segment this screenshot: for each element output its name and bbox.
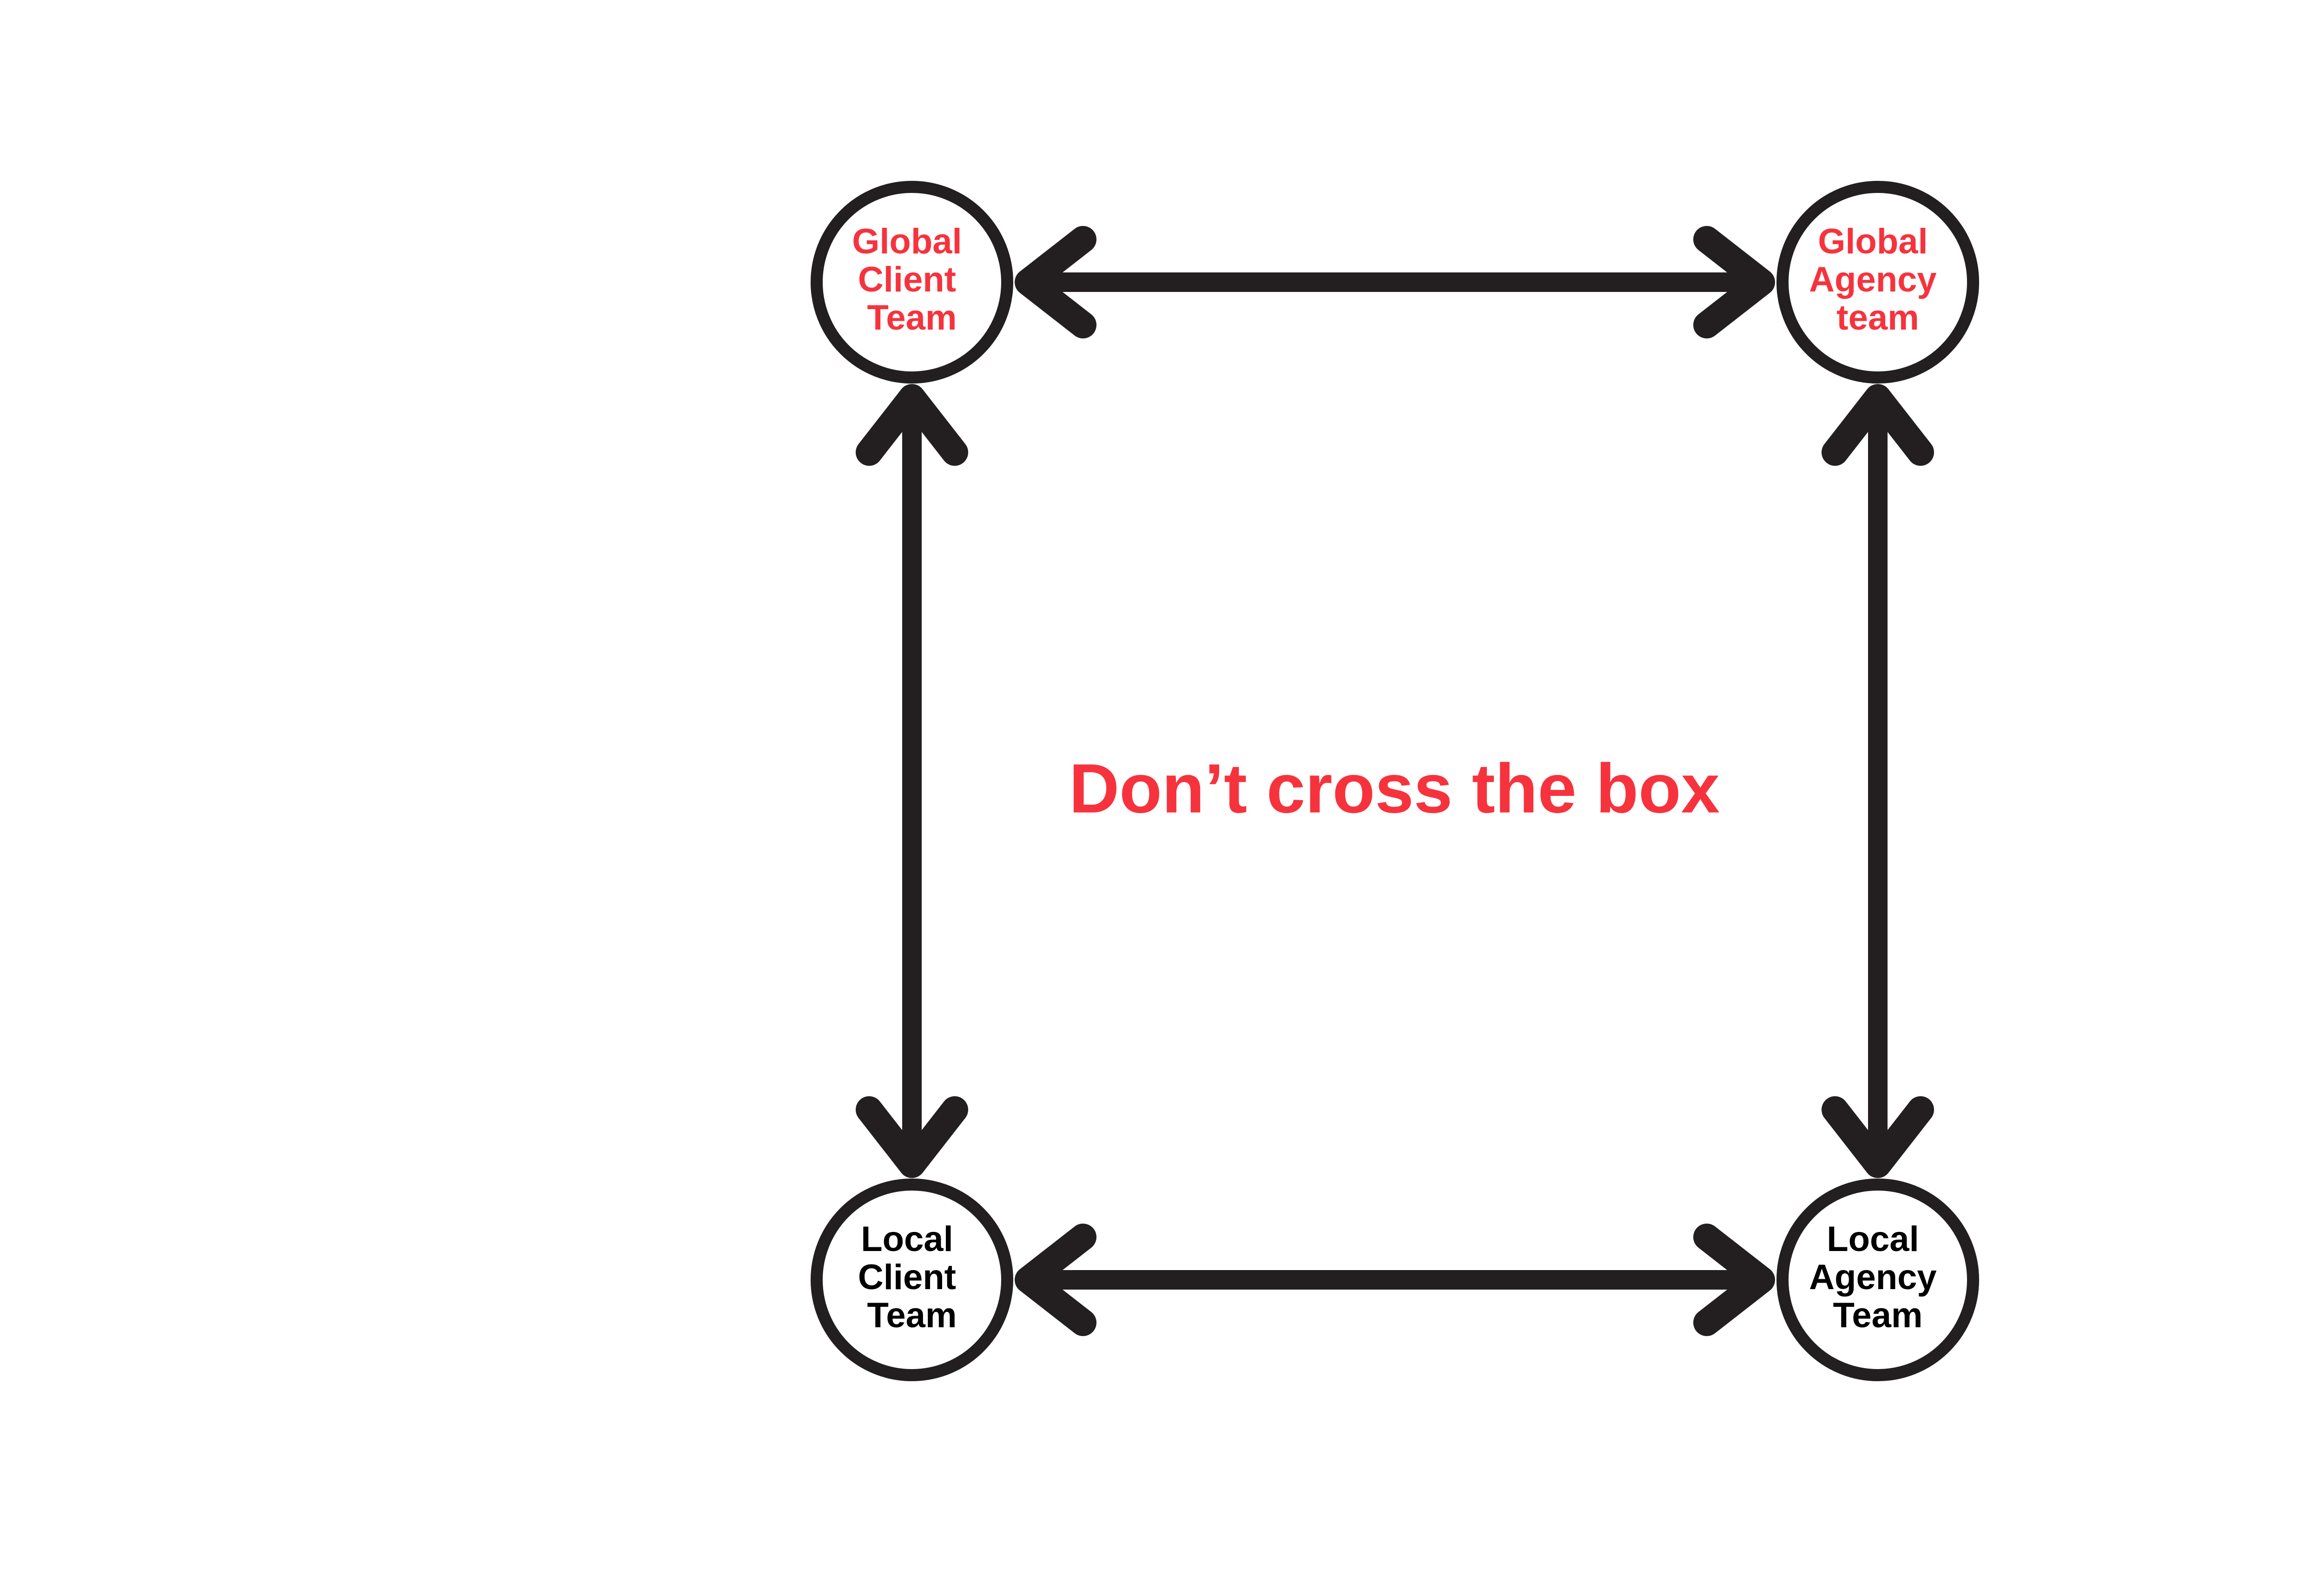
node-label-line: Agency bbox=[1809, 260, 1937, 299]
node-label-line: Client bbox=[858, 260, 956, 299]
center-caption: Don’t cross the box bbox=[1069, 749, 1720, 828]
node-label-line: team bbox=[1836, 298, 1919, 338]
node-label-line: Agency bbox=[1809, 1258, 1937, 1297]
node-label-line: Global bbox=[1818, 222, 1928, 261]
arrow-head-right-bottom bbox=[1693, 1224, 1775, 1336]
node-label-line: Team bbox=[867, 298, 957, 338]
arrow-head-up-right bbox=[1822, 384, 1934, 466]
connector-bottom-horizontal bbox=[1015, 1224, 1775, 1336]
arrow-head-right-top bbox=[1693, 226, 1775, 338]
node-label-line: Team bbox=[1833, 1296, 1923, 1335]
node-global-agency-team[interactable]: Global Agency team bbox=[1776, 181, 1979, 384]
node-label-line: Team bbox=[867, 1296, 957, 1335]
node-local-client-team-circle[interactable] bbox=[811, 1178, 1013, 1381]
node-global-client-team-label: Global Client Team bbox=[852, 222, 972, 338]
node-local-client-team-label: Local Client Team bbox=[858, 1219, 966, 1335]
node-layer: Global Client Team Global Agency team Lo… bbox=[811, 181, 1979, 1381]
arrow-head-left-bottom bbox=[1015, 1224, 1096, 1336]
node-global-client-team[interactable]: Global Client Team bbox=[811, 181, 1013, 384]
node-local-agency-team-label: Local Agency Team bbox=[1809, 1219, 1947, 1335]
node-label-line: Client bbox=[858, 1258, 956, 1297]
connector-layer bbox=[856, 226, 1934, 1336]
node-global-agency-team-circle[interactable] bbox=[1776, 181, 1979, 384]
node-global-agency-team-label: Global Agency team bbox=[1809, 222, 1947, 338]
arrow-head-left-top bbox=[1015, 226, 1096, 338]
arrow-head-down-right bbox=[1822, 1096, 1934, 1178]
connector-left-vertical bbox=[856, 384, 968, 1178]
node-local-client-team[interactable]: Local Client Team bbox=[811, 1178, 1013, 1381]
node-global-client-team-circle[interactable] bbox=[811, 181, 1013, 384]
node-local-agency-team[interactable]: Local Agency Team bbox=[1776, 1178, 1979, 1381]
arrow-head-down-left bbox=[856, 1096, 968, 1178]
arrow-head-up-left bbox=[856, 384, 968, 466]
node-local-agency-team-circle[interactable] bbox=[1776, 1178, 1979, 1381]
node-label-line: Global bbox=[852, 222, 962, 261]
node-label-line: Local bbox=[861, 1219, 953, 1259]
connector-right-vertical bbox=[1822, 384, 1934, 1178]
connector-top-horizontal bbox=[1015, 226, 1775, 338]
node-label-line: Local bbox=[1827, 1219, 1919, 1259]
